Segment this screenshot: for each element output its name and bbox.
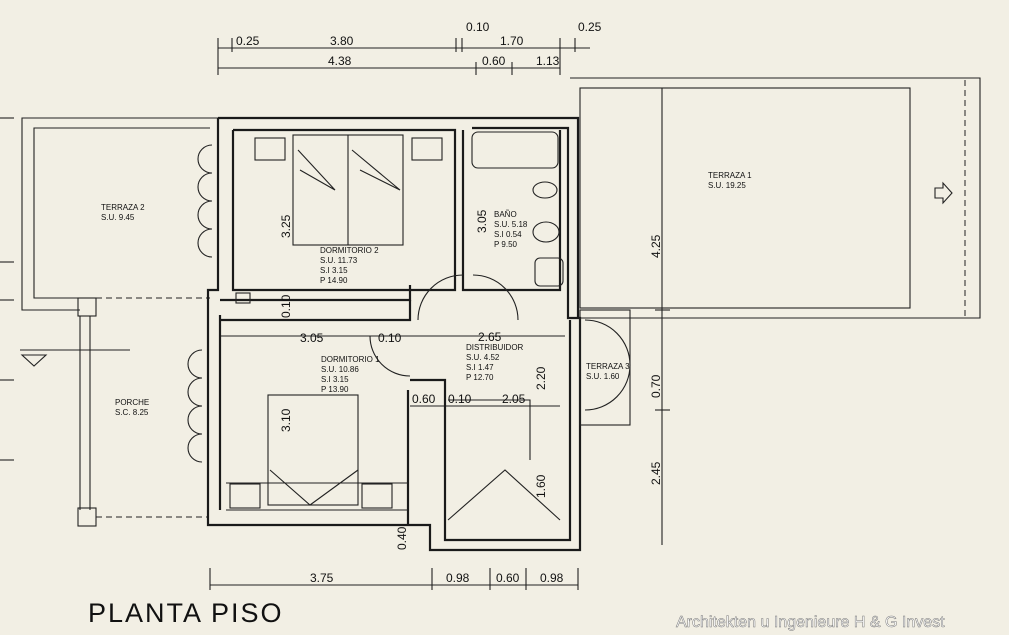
distribuidor-su: S.U. 4.52: [466, 353, 500, 362]
dim-top-7: 0.60: [482, 54, 506, 68]
dim-v-040: 0.40: [395, 526, 409, 550]
bano-su: S.U. 5.18: [494, 220, 528, 229]
dim-top-3: 0.10: [466, 20, 490, 34]
dim-mid-1: 3.05: [300, 331, 324, 345]
credit-watermark: Architekten u Ingenieure H & G Invest: [676, 614, 945, 631]
dim-top-5: 0.25: [578, 20, 602, 34]
dim-v-160: 1.60: [534, 474, 548, 498]
distribuidor-p: P 12.70: [466, 373, 494, 382]
dorm2-p: P 14.90: [320, 276, 348, 285]
bano-name: BAÑO: [494, 210, 517, 219]
dorm2-name: DORMITORIO 2: [320, 246, 379, 255]
bano-p: P 9.50: [494, 240, 518, 249]
dim-v-terraza1: 4.25: [649, 234, 663, 258]
distribuidor-si: S.I 1.47: [466, 363, 494, 372]
dimension-labels: 0.25 3.80 0.10 1.70 0.25 4.38 0.60 1.13 …: [236, 20, 663, 585]
dim-s1: 0.60: [412, 392, 436, 406]
terraza-2: [0, 117, 220, 461]
terraza1-name: TERRAZA 1: [708, 171, 752, 180]
terraza2-su: S.U. 9.45: [101, 213, 135, 222]
terraza-3: [579, 309, 631, 426]
dorm1-p: P 13.90: [321, 385, 349, 394]
dorm1-su: S.U. 10.86: [321, 365, 359, 374]
plan-title: PLANTA PISO: [88, 598, 284, 628]
terraza2-name: TERRAZA 2: [101, 203, 145, 212]
furniture: [229, 131, 564, 521]
dim-v-dorm2: 3.25: [279, 214, 293, 238]
dim-top-6: 4.38: [328, 54, 352, 68]
dorm1-name: DORMITORIO 1: [321, 355, 380, 364]
dim-bot-4: 0.98: [540, 571, 564, 585]
dim-bot-2: 0.98: [446, 571, 470, 585]
terraza1-su: S.U. 19.25: [708, 181, 746, 190]
dimension-lines: [20, 38, 670, 590]
dorm1-si: S.I 3.15: [321, 375, 349, 384]
dim-top-2: 3.80: [330, 34, 354, 48]
dim-v-070: 0.70: [649, 374, 663, 398]
porche: [77, 316, 208, 527]
porche-name: PORCHE: [115, 398, 149, 407]
dorm2-su: S.U. 11.73: [320, 256, 358, 265]
dim-bot-3: 0.60: [496, 571, 520, 585]
dim-v-220: 2.20: [534, 366, 548, 390]
dim-mid-2: 0.10: [378, 331, 402, 345]
room-labels: DORMITORIO 2 S.U. 11.73 S.I 3.15 P 14.90…: [101, 171, 752, 417]
distribuidor-name: DISTRIBUIDOR: [466, 343, 524, 352]
dim-v-310: 3.10: [279, 408, 293, 432]
dim-v-010: 0.10: [279, 294, 293, 318]
walls: [206, 116, 582, 552]
bano-si: S.I 0.54: [494, 230, 522, 239]
dim-bot-1: 3.75: [310, 571, 334, 585]
dim-s2: 0.10: [448, 392, 472, 406]
porche-sc: S.C. 8.25: [115, 408, 149, 417]
dim-top-1: 0.25: [236, 34, 260, 48]
terraza3-name: TERRAZA 3: [586, 362, 630, 371]
dim-v-245: 2.45: [649, 461, 663, 485]
terraza-1: [570, 77, 981, 319]
dim-v-bano: 3.05: [475, 209, 489, 233]
dim-top-8: 1.13: [536, 54, 560, 68]
dim-mid-3: 2.65: [478, 330, 502, 344]
terraza3-su: S.U. 1.60: [586, 372, 620, 381]
dim-top-4: 1.70: [500, 34, 524, 48]
dorm2-si: S.I 3.15: [320, 266, 348, 275]
dim-s3: 2.05: [502, 392, 526, 406]
